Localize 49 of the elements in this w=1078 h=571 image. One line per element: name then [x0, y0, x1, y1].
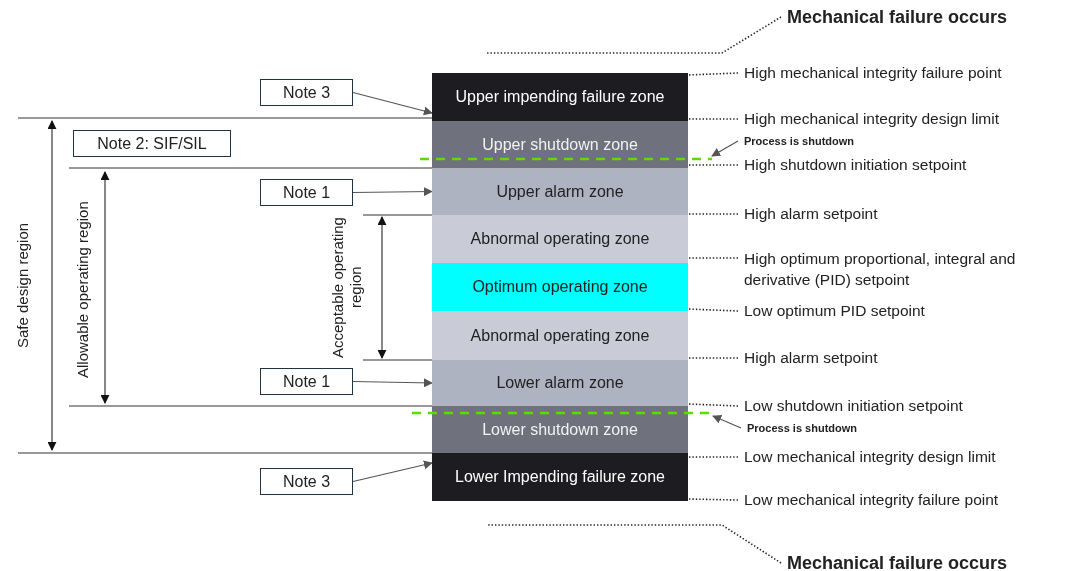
- leader-line: [687, 118, 739, 120]
- note-box: Note 2: SIF/SIL: [73, 130, 231, 157]
- zone-band: Lower shutdown zone: [432, 406, 688, 453]
- setpoint-label: High optimum proportional, integral and derivative (PID) setpoint: [738, 248, 1068, 290]
- arrow: [352, 187, 433, 197]
- shutdown-note: Process is shutdown: [738, 134, 855, 148]
- setpoint-label: High mechanical integrity failure point: [738, 63, 1002, 83]
- arrow: [352, 378, 433, 388]
- setpoint-label: Low mechanical integrity failure point: [738, 490, 999, 510]
- arrow: [352, 460, 433, 483]
- failure-label: Mechanical failure occurs: [781, 551, 1008, 571]
- zone-band: Optimum operating zone: [432, 263, 688, 311]
- setpoint-label: High alarm setpoint: [738, 348, 878, 368]
- region-label: Allowable operating region: [73, 200, 92, 381]
- leader-line: [687, 72, 739, 76]
- note-box: Note 1: [260, 368, 353, 395]
- shutdown-note: Process is shutdown: [741, 421, 858, 435]
- setpoint-label: Low mechanical integrity design limit: [738, 447, 996, 467]
- leader-line: [486, 524, 782, 564]
- leader-line: [687, 213, 739, 215]
- setpoint-label: High mechanical integrity design limit: [738, 109, 999, 129]
- setpoint-label: Low optimum PID setpoint: [738, 301, 925, 321]
- region-label: Acceptable operating region: [328, 216, 365, 360]
- zone-band: Lower alarm zone: [432, 360, 688, 406]
- leader-line: [687, 357, 739, 359]
- leader-line: [486, 16, 782, 54]
- leader-line: [687, 257, 739, 259]
- note-box: Note 3: [260, 468, 353, 495]
- zone-band: Upper impending failure zone: [432, 73, 688, 121]
- arrow: [712, 415, 742, 429]
- region-label: Safe design region: [13, 221, 32, 350]
- zone-band: Abnormal operating zone: [432, 215, 688, 263]
- arrow: [352, 91, 433, 116]
- zone-band: Abnormal operating zone: [432, 311, 688, 360]
- leader-line: [687, 164, 739, 166]
- zone-band: Lower Impending failure zone: [432, 453, 688, 501]
- note-box: Note 1: [260, 179, 353, 206]
- leader-line: [687, 308, 739, 312]
- leader-line: [687, 456, 739, 458]
- zone-band: Upper alarm zone: [432, 168, 688, 215]
- failure-label: Mechanical failure occurs: [781, 5, 1008, 29]
- setpoint-label: Low shutdown initiation setpoint: [738, 396, 963, 416]
- arrow: [711, 140, 739, 157]
- leader-line: [687, 498, 739, 501]
- setpoint-label: High shutdown initiation setpoint: [738, 155, 967, 175]
- setpoint-label: High alarm setpoint: [738, 204, 878, 224]
- note-box: Note 3: [260, 79, 353, 106]
- zone-band: Upper shutdown zone: [432, 121, 688, 168]
- leader-line: [687, 403, 739, 407]
